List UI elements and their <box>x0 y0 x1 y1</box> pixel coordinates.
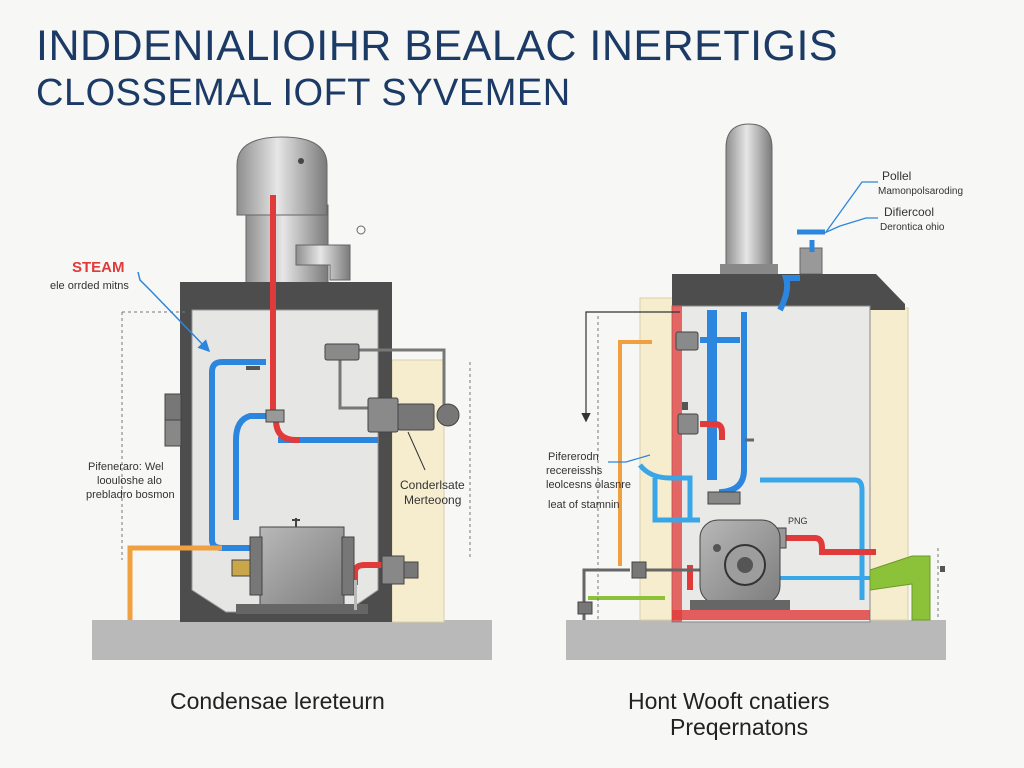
right-boiler-system: Pollel Mamonpolsaroding Difiercool Deron… <box>546 123 963 660</box>
left-control-lines <box>338 348 446 410</box>
left-condensate-leader <box>407 431 426 471</box>
left-dimension-lines <box>121 311 471 560</box>
condensate-label-line-2: Merteoong <box>404 493 461 507</box>
right-diagram-caption-line-2: Preqernatons <box>670 714 809 740</box>
left-leader-lines <box>137 271 211 353</box>
right-floor-slab <box>566 620 946 660</box>
right-water-pipes <box>638 229 870 600</box>
left-pressure-label-line-1: Pifeneraro: Wel <box>88 461 164 473</box>
condensate-label-line-1: Conderlsate <box>400 478 465 492</box>
left-pressure-label-line-3: prebladro bosmon <box>86 489 175 501</box>
right-leader-lines <box>608 181 878 463</box>
right-diagram-caption-line-1: Hont Wooft cnatiers <box>628 688 830 714</box>
right-dimension-lines <box>597 316 939 620</box>
diagram-title-line-2: CLOSSEMAL IOFT SYVEMEN <box>36 72 571 114</box>
left-pressure-label-line-2: loouloshe alo <box>97 475 162 487</box>
interconnect-label-line-1: Difiercool <box>884 205 934 219</box>
right-pressure-label-line-2: recereisshs <box>546 465 603 477</box>
steam-label: STEAM <box>72 259 125 276</box>
right-pressure-label-line-1: Pifererodn <box>548 451 599 463</box>
flow-label: leat of stamnin <box>548 499 620 511</box>
left-chimney <box>236 136 366 286</box>
pump-tag: PNG <box>788 516 808 526</box>
left-tag-marks <box>246 366 357 610</box>
right-tag-marks <box>682 402 945 572</box>
right-arrow-line <box>581 311 680 423</box>
left-boiler-system: STEAM ele orrded mitns Pifeneraro: Wel l… <box>50 136 492 660</box>
steam-sublabel: ele orrded mitns <box>50 280 129 292</box>
interconnect-label-line-2: Derontica ohio <box>880 222 945 233</box>
right-return-pipe-orange <box>618 340 652 566</box>
left-return-pipe <box>127 545 222 620</box>
left-diagram-caption: Condensae lereteurn <box>170 688 385 714</box>
right-pump-unit <box>690 519 790 610</box>
boiler-label-line-2: Mamonpolsaroding <box>878 186 963 197</box>
right-pressure-label-line-3: leolcesns olasnre <box>546 479 631 491</box>
right-chimney <box>720 123 823 275</box>
right-green-pipe <box>588 555 931 621</box>
diagram-title-line-1: INDDENIALIOIHR BEALAC INERETIGIS <box>36 22 839 70</box>
left-steam-pipe <box>270 195 385 585</box>
right-valves <box>577 331 787 615</box>
boiler-label-line-1: Pollel <box>882 169 911 183</box>
left-pump-unit <box>236 518 368 614</box>
left-floor-slab <box>92 620 492 660</box>
